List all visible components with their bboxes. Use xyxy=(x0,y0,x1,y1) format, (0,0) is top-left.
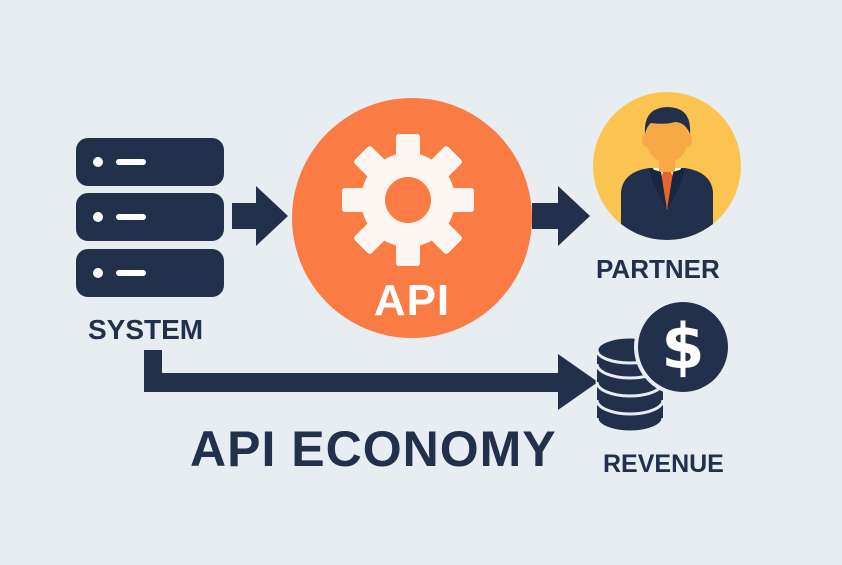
businessman-icon xyxy=(621,107,713,240)
server-unit xyxy=(76,138,224,186)
partner-label: PARTNER xyxy=(596,254,720,284)
arrow-system-to-api xyxy=(232,186,288,246)
dollar-coin xyxy=(638,302,728,392)
system-label: SYSTEM xyxy=(88,314,204,345)
gear-icon xyxy=(342,134,474,266)
revenue-label: REVENUE xyxy=(603,450,724,478)
server-unit xyxy=(76,249,224,297)
arrow-api-to-partner xyxy=(532,186,590,246)
arrow-system-to-revenue xyxy=(144,350,598,410)
server-unit xyxy=(76,193,224,241)
dollar-sign-icon: $ xyxy=(661,310,705,383)
diagram-title: API ECONOMY xyxy=(190,421,557,477)
api-label: API xyxy=(373,276,451,325)
